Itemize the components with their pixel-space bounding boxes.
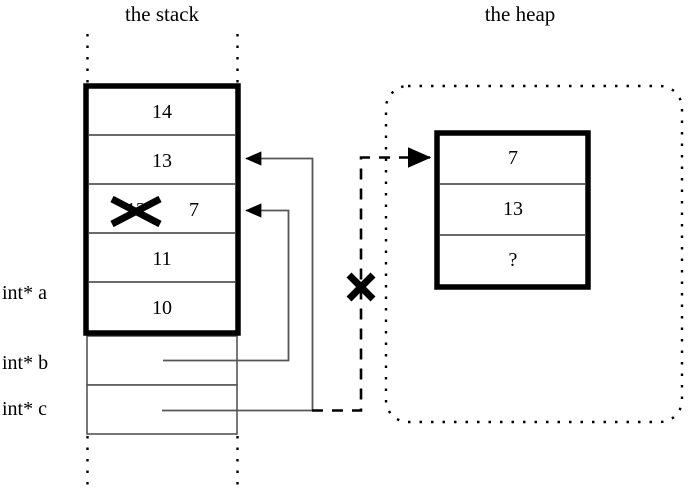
- stack-dotted-guides-top: [86, 34, 239, 86]
- heap-title: the heap: [484, 2, 556, 26]
- heap-block: [434, 130, 591, 290]
- heap-cell-0-value: 7: [508, 147, 518, 169]
- stack-cell-2-replacement-value: 7: [189, 199, 199, 221]
- pointer-c-stack-arrow: [162, 151, 314, 412]
- stack-cell-3-value: 11: [152, 248, 172, 270]
- stack-cell-0-value: 14: [152, 101, 172, 123]
- variable-label-b: int* b: [2, 352, 49, 374]
- stack-slot-c: [86, 384, 238, 435]
- stack-dotted-guides-bottom: [86, 436, 239, 487]
- stack-title: the stack: [124, 2, 200, 26]
- heap-cell-1-value: 13: [503, 198, 523, 220]
- stack-thin-slots: [86, 335, 238, 435]
- variable-label-c: int* c: [2, 398, 47, 420]
- strike-x-heap-link: [346, 272, 376, 302]
- stack-cell-2-value: 12: [126, 199, 146, 221]
- variable-label-a: int* a: [2, 282, 47, 304]
- strike-x-stack-value: [110, 195, 162, 228]
- stack-cell-4-value: 10: [152, 297, 172, 319]
- heap-cell-2-value: ?: [508, 249, 518, 271]
- stack-frame: [83, 83, 241, 336]
- pointer-c-heap-link: [312, 147, 432, 412]
- stack-cell-1-value: 13: [152, 150, 172, 172]
- pointer-b-arrow: [163, 203, 290, 362]
